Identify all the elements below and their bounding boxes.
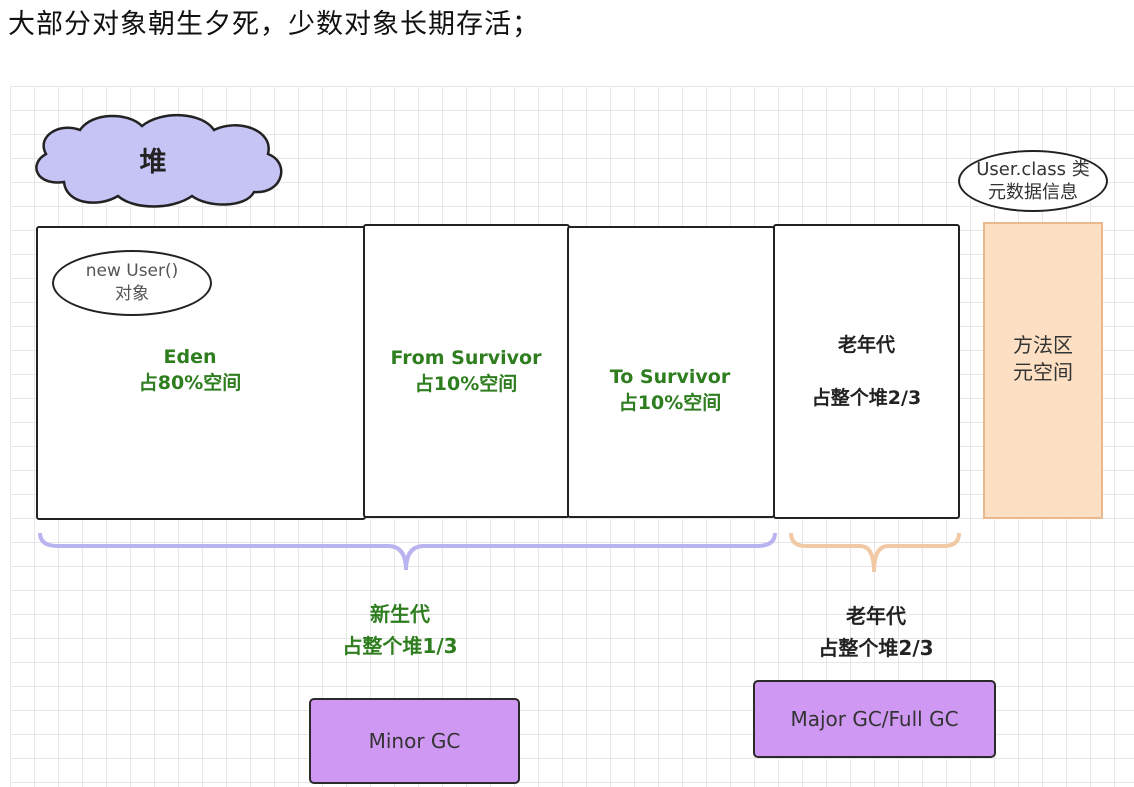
eden-name: Eden: [163, 346, 217, 368]
heap-cloud: [35, 114, 283, 208]
page-heading: 大部分对象朝生夕死，少数对象长期存活；: [8, 9, 540, 40]
method-area-line2: 元空间: [1013, 359, 1073, 384]
to-survivor-box: [567, 226, 775, 518]
method-area-box: 方法区 元空间: [983, 222, 1103, 519]
old-generation-label: 老年代 占整个堆2/3: [776, 600, 976, 664]
from-survivor-text: From Survivor 占10%空间: [366, 345, 566, 397]
eden-text: Eden 占80%空间: [90, 344, 290, 396]
heap-label: 堆: [139, 146, 167, 178]
young-generation-share: 占整个堆1/3: [342, 634, 458, 658]
new-object-ellipse: new User() 对象: [52, 250, 212, 316]
old-generation-brace: [789, 532, 961, 573]
old-generation-label-name: 老年代: [846, 604, 906, 628]
young-generation-name: 新生代: [370, 602, 430, 626]
new-object-line2: 对象: [115, 284, 149, 304]
old-generation-label-share: 占整个堆2/3: [818, 636, 934, 660]
old-generation-name: 老年代: [837, 334, 895, 356]
eden-share: 占80%空间: [138, 372, 242, 394]
to-survivor-text: To Survivor 占10%空间: [570, 364, 770, 416]
new-object-line1: new User(): [85, 261, 179, 281]
minor-gc-box: Minor GC: [309, 698, 520, 784]
old-generation-box: [773, 224, 960, 519]
from-survivor-name: From Survivor: [390, 347, 542, 369]
to-survivor-name: To Survivor: [609, 366, 731, 388]
old-generation-share: 占整个堆2/3: [811, 387, 922, 409]
young-generation-label: 新生代 占整个堆1/3: [300, 598, 500, 662]
from-survivor-share: 占10%空间: [414, 373, 518, 395]
major-gc-box: Major GC/Full GC: [753, 680, 996, 758]
old-generation-text: 老年代 占整个堆2/3: [776, 332, 957, 411]
class-metadata-ellipse: User.class 类 元数据信息: [958, 150, 1108, 212]
class-metadata-line2: 元数据信息: [988, 182, 1078, 203]
method-area-line1: 方法区: [1013, 332, 1073, 357]
young-generation-brace: [38, 532, 777, 571]
to-survivor-share: 占10%空间: [618, 392, 722, 414]
class-metadata-line1: User.class 类: [976, 159, 1090, 180]
